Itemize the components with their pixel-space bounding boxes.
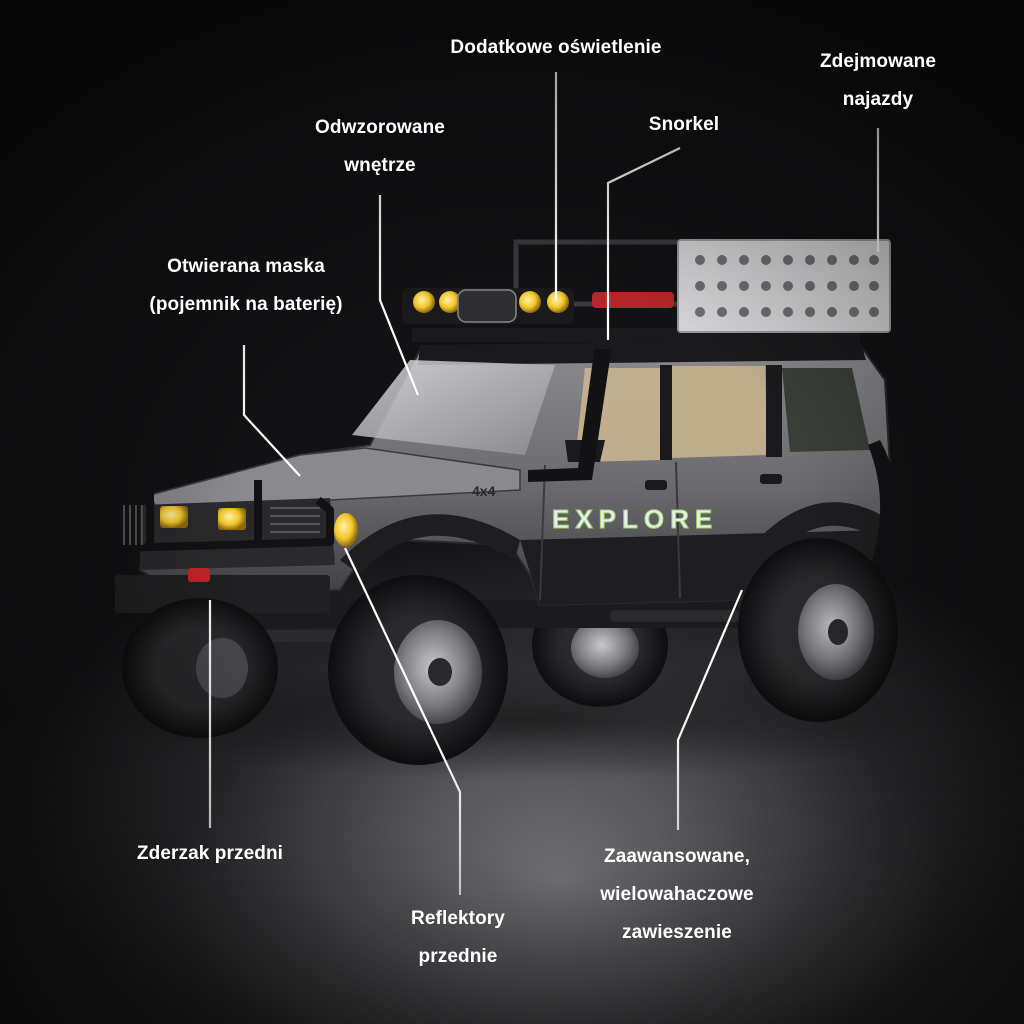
roof-light-3 — [519, 291, 541, 313]
headlight-left — [160, 506, 188, 528]
label-extra-lights: Dodatkowe oświetlenie — [450, 37, 662, 58]
label-hood: Otwierana maska (pojemnik na baterię) — [149, 256, 343, 315]
roof-light-4 — [547, 291, 569, 313]
indicator-light — [334, 513, 358, 547]
headlight-right — [218, 508, 246, 530]
front-near-wheel — [328, 575, 508, 765]
suspension-arm-rear — [610, 610, 740, 622]
roof-light-1 — [413, 291, 435, 313]
tow-hook — [188, 568, 210, 582]
front-far-wheel — [122, 598, 278, 738]
roof-light-badge — [457, 289, 517, 323]
rear-side-window — [672, 366, 768, 458]
door-handle — [645, 480, 667, 490]
label-snorkel: Snorkel — [648, 114, 720, 135]
rear-near-wheel — [738, 538, 898, 722]
label-interior: Odwzorowane wnętrze — [315, 117, 445, 176]
door-handle-rear — [760, 474, 782, 484]
label-headlights: Reflektory przednie — [411, 908, 505, 967]
sand-ladders — [677, 239, 891, 333]
label-front-bumper: Zderzak przedni — [136, 843, 284, 864]
label-removable-ramps: Zdejmowane najazdy — [819, 51, 937, 110]
c-pillar — [766, 365, 782, 457]
b-pillar — [660, 365, 672, 460]
label-suspension: Zaawansowane, wielowahaczowe zawieszenie — [600, 846, 754, 943]
red-recovery-strap — [592, 292, 674, 308]
4x4-badge: 4x4 — [472, 483, 496, 499]
explore-decal: EXPLORE — [552, 504, 718, 534]
